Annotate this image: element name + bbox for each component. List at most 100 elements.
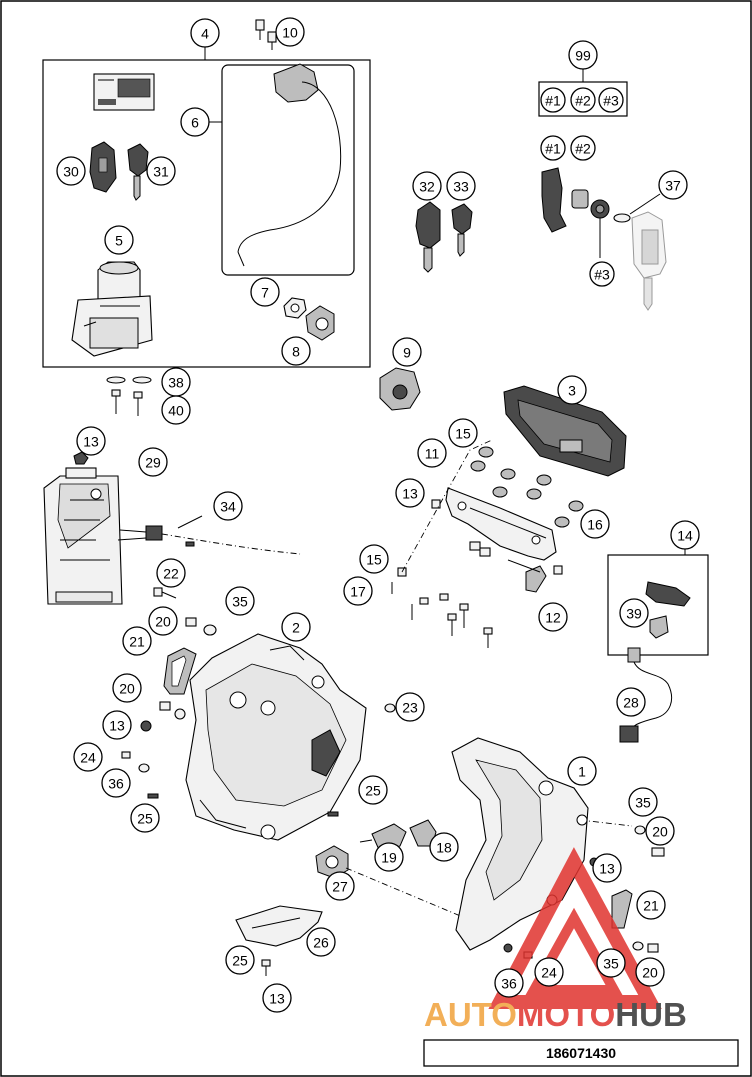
callout-34: 34: [213, 491, 243, 521]
callout-13: 13: [76, 426, 106, 456]
callout-12: 12: [538, 602, 568, 632]
kit-box-6: [221, 64, 355, 276]
fob-variant-1: [541, 167, 567, 233]
diagram-code: 186071430: [546, 1045, 616, 1061]
callout-15-label: 15: [455, 426, 471, 442]
callout-20-3: 20: [645, 816, 675, 846]
nut-13-top: [73, 451, 89, 465]
sensor-14: [645, 581, 691, 639]
callout-28: 28: [616, 687, 646, 717]
lock-cable-6: [237, 63, 342, 267]
callout-35-3-label: 35: [603, 956, 619, 972]
callout-32-label: 32: [419, 179, 435, 195]
callout-2-label: 2: [292, 620, 300, 636]
callout-20-4-label: 20: [642, 965, 658, 981]
rubber-21-left: [163, 647, 197, 695]
callout-14: 14: [670, 520, 700, 550]
callout-19: 19: [374, 842, 404, 872]
callout-39: 39: [619, 598, 649, 628]
callout-12-label: 12: [545, 610, 561, 626]
callout-20-2: 20: [112, 673, 142, 703]
callout-17-label: 17: [350, 584, 366, 600]
variant-v2-2: #2: [570, 135, 596, 161]
callout-21-label: 21: [129, 634, 145, 650]
callout-18-label: 18: [436, 840, 452, 856]
callout-33-label: 33: [453, 179, 469, 195]
variant-v2-1: #2: [570, 87, 596, 113]
screws-10: [255, 19, 277, 50]
variant-v3-1-label: #3: [603, 93, 619, 109]
nut-7: [283, 297, 307, 319]
callout-27: 27: [325, 871, 355, 901]
callout-36-2-label: 36: [501, 976, 517, 992]
callout-28-label: 28: [623, 695, 639, 711]
screw-34: [177, 515, 203, 547]
control-unit-29: [43, 467, 123, 605]
washers-38: [106, 376, 152, 384]
callout-25-2: 25: [130, 803, 160, 833]
callout-5: 5: [104, 225, 134, 255]
callout-35: 35: [225, 586, 255, 616]
callout-13-2: 13: [395, 478, 425, 508]
callout-27-label: 27: [332, 879, 348, 895]
callout-31: 31: [146, 156, 176, 186]
callout-21: 21: [122, 626, 152, 656]
callout-22: 22: [156, 558, 186, 588]
key-31: [127, 143, 149, 201]
callout-9-label: 9: [403, 345, 411, 361]
callout-39-label: 39: [626, 606, 642, 622]
callout-20-3-label: 20: [652, 824, 668, 840]
cover-26: [235, 905, 323, 976]
fasteners-left: [121, 587, 396, 817]
callout-30: 30: [56, 156, 86, 186]
variant-v2-1-label: #2: [575, 93, 591, 109]
callout-16-label: 16: [587, 517, 603, 533]
watermark-hub: HUB: [615, 996, 687, 1033]
dashboard-3: [503, 385, 627, 477]
callout-30-label: 30: [63, 164, 79, 180]
callout-99-label: 99: [575, 48, 591, 64]
callout-3-label: 3: [568, 383, 576, 399]
callout-32: 32: [412, 171, 442, 201]
callout-13-2-label: 13: [402, 486, 418, 502]
callout-23: 23: [395, 692, 425, 722]
callout-36-label: 36: [108, 776, 124, 792]
wiring-29: [117, 525, 301, 555]
callout-16: 16: [580, 509, 610, 539]
callout-4-label: 4: [201, 26, 209, 42]
callout-34-label: 34: [220, 499, 236, 515]
variant-v1-1: #1: [540, 87, 566, 113]
bracket-11: [445, 487, 557, 561]
svg-text:AUTOMOTOHUB: AUTOMOTOHUB: [424, 996, 687, 1033]
footer-box: [423, 1039, 739, 1067]
key-33: [451, 203, 473, 257]
key-code-card: [93, 73, 155, 111]
key-fob-reference: [631, 211, 667, 311]
callout-25-3: 25: [225, 945, 255, 975]
bushings-16: [470, 446, 584, 528]
callout-13-4-label: 13: [599, 861, 615, 877]
callout-24-label: 24: [80, 750, 96, 766]
callout-35-label: 35: [232, 594, 248, 610]
centerline-35: [579, 819, 633, 827]
ignition-lock-5: [71, 261, 153, 357]
button-variant-3: [590, 199, 610, 258]
watermark-auto: AUTO: [424, 996, 517, 1033]
callout-35-3: 35: [596, 948, 626, 978]
frame-2: [185, 633, 367, 841]
variant-v1-1-label: #1: [545, 93, 561, 109]
badge-variant-2: [571, 189, 589, 209]
key-32: [415, 201, 441, 273]
callout-15-2-label: 15: [366, 552, 382, 568]
callout-9: 9: [392, 337, 422, 367]
callout-20: 20: [148, 606, 178, 636]
callout-20-2-label: 20: [119, 681, 135, 697]
watermark: AUTOMOTOHUB: [424, 847, 687, 1033]
callout-40: 40: [161, 395, 191, 425]
callout-4: 4: [190, 18, 220, 48]
callout-7: 7: [250, 277, 280, 307]
callout-25-2-label: 25: [137, 811, 153, 827]
callout-2: 2: [281, 612, 311, 642]
